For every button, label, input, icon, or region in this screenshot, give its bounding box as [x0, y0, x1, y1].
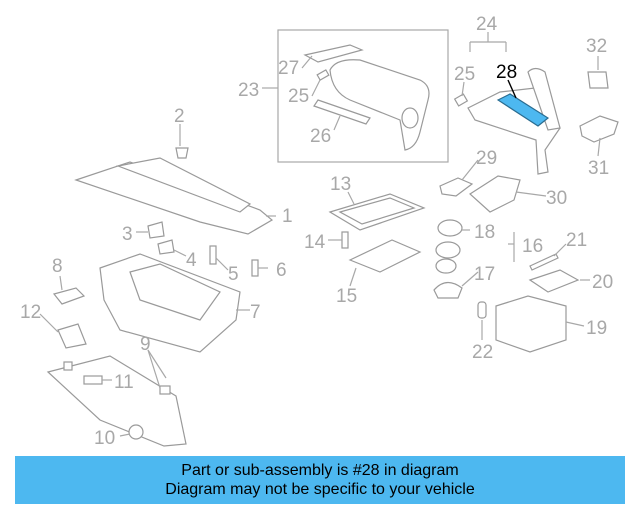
part-25-right: [453, 93, 469, 107]
callout-20: 20: [592, 272, 613, 293]
callout-25-right: 25: [454, 64, 475, 85]
part-22: [477, 301, 487, 319]
callout-21: 21: [566, 230, 587, 251]
callout-5: 5: [228, 264, 239, 285]
callout-24: 24: [476, 14, 498, 35]
part-32: [587, 71, 609, 89]
callout-12: 12: [20, 302, 41, 323]
part-11: [83, 375, 103, 385]
part-18-mid: [435, 241, 461, 259]
callout-25-left: 25: [288, 86, 309, 107]
callout-4: 4: [186, 250, 197, 271]
part-21: [529, 253, 559, 271]
part-17: [433, 281, 463, 299]
callout-3: 3: [122, 224, 133, 245]
part-26: [313, 99, 371, 125]
part-7-inner: [129, 263, 221, 321]
part-1: [74, 161, 274, 235]
callout-6: 6: [276, 260, 287, 281]
callout-16: 16: [522, 236, 543, 257]
part-3: [147, 221, 165, 239]
callout-22: 22: [472, 342, 493, 363]
part-25-left: [316, 69, 330, 81]
part-9-clip: [63, 361, 73, 371]
banner-line-2: Diagram may not be specific to your vehi…: [165, 481, 475, 498]
callout-8: 8: [52, 256, 63, 277]
part-5: [209, 245, 217, 265]
part-armrest-lid-hole: [401, 107, 419, 129]
part-29: [439, 177, 474, 197]
callout-19: 19: [586, 318, 607, 339]
part-18-top: [437, 219, 463, 237]
callout-23: 23: [238, 80, 259, 101]
part-9-clip-b: [159, 385, 171, 395]
part-15: [348, 239, 422, 273]
parts-diagram: 1 2 3 4 5 6 7 8 9 10 11 12 13 14 15 16 1…: [20, 14, 619, 449]
callout-7: 7: [250, 302, 261, 323]
part-24: [467, 87, 561, 175]
callout-10: 10: [94, 428, 115, 449]
part-14: [341, 231, 349, 249]
callout-1: 1: [282, 206, 293, 227]
leader-lines: [39, 32, 601, 437]
part-20: [528, 269, 580, 293]
part-18-low: [435, 258, 457, 274]
part-24-upright: [527, 67, 561, 131]
part-2: [175, 147, 189, 159]
callout-32: 32: [586, 36, 607, 57]
info-banner: Part or sub-assembly is #28 in diagram D…: [15, 456, 625, 504]
part-9: [46, 355, 187, 447]
part-4: [157, 239, 175, 255]
callout-17: 17: [474, 264, 495, 285]
part-1-top: [115, 157, 252, 213]
part-27: [303, 44, 364, 63]
callout-15: 15: [336, 286, 357, 307]
part-12: [57, 323, 87, 349]
part-19: [495, 295, 567, 353]
callout-27: 27: [278, 58, 299, 79]
group-box-23: [277, 29, 449, 163]
part-31: [579, 115, 619, 143]
part-6: [251, 259, 259, 277]
callout-9: 9: [140, 334, 151, 355]
callout-2: 2: [174, 106, 185, 127]
callout-29: 29: [476, 148, 497, 169]
callout-labels: 1 2 3 4 5 6 7 8 9 10 11 12 13 14 15 16 1…: [20, 14, 613, 449]
part-13-inner: [338, 197, 416, 225]
callout-13: 13: [330, 174, 351, 195]
callout-26: 26: [310, 126, 331, 147]
part-28-highlighted: [496, 93, 550, 127]
part-8: [52, 287, 86, 305]
callout-11: 11: [114, 372, 134, 393]
callout-30: 30: [546, 188, 567, 209]
part-30: [469, 175, 521, 213]
callout-31: 31: [588, 158, 609, 179]
callout-28-highlighted: 28: [496, 62, 517, 83]
callout-18: 18: [474, 222, 495, 243]
part-armrest-lid: [329, 59, 430, 151]
callout-14: 14: [304, 232, 326, 253]
part-10: [128, 424, 144, 440]
banner-line-1: Part or sub-assembly is #28 in diagram: [181, 462, 459, 479]
